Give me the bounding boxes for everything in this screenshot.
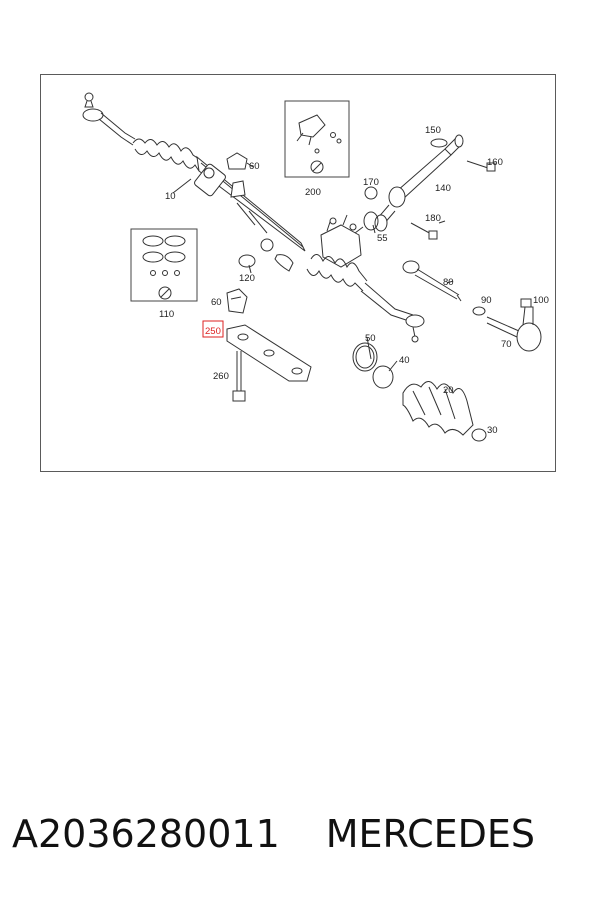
part-caption: A2036280011 MERCEDES (12, 806, 592, 862)
shaft-cap-150 (430, 138, 448, 148)
mounting-bracket (226, 324, 312, 382)
part-label-60-upper: 60 (249, 161, 260, 172)
wrench-symbol-110 (158, 286, 172, 300)
bolt-180 (410, 222, 438, 240)
clamp-30 (471, 428, 487, 442)
part-label-150: 150 (425, 125, 441, 136)
part-label-70: 70 (501, 339, 512, 350)
parts-diagram-frame: 10 60 150 160 170 140 200 180 55 120 80 … (40, 74, 556, 472)
rubber-mount-lower (226, 288, 248, 314)
bolt-260 (232, 351, 246, 402)
rack-boot (402, 381, 474, 436)
seal-kit-box (130, 228, 198, 302)
seal-55 (363, 211, 379, 231)
steering-rack-exploded-diagram: 10 60 150 160 170 140 200 180 55 120 80 … (82, 92, 549, 442)
part-label-10: 10 (165, 191, 176, 202)
part-label-80: 80 (443, 277, 454, 288)
part-label-110: 110 (159, 309, 174, 320)
part-label-120: 120 (239, 273, 255, 284)
part-label-140: 140 (435, 183, 451, 194)
part-label-160: 160 (487, 157, 503, 168)
highlight-box-250 (202, 320, 224, 338)
steering-rack-assembly (82, 92, 425, 343)
nut-170 (364, 186, 378, 200)
o-ring-set (142, 235, 186, 276)
part-label-50: 50 (365, 333, 376, 344)
wrench-symbol-200 (310, 160, 324, 174)
part-label-260: 260 (213, 371, 229, 382)
inner-tie-rod (402, 260, 462, 302)
rubber-mount-upper (226, 152, 248, 198)
part-label-200: 200 (305, 187, 321, 198)
part-label-40: 40 (399, 355, 410, 366)
part-label-55: 55 (377, 233, 388, 244)
part-number: A2036280011 (12, 812, 280, 856)
steering-sensor (296, 114, 342, 154)
sensor-kit-box (284, 100, 350, 178)
washer-120 (238, 254, 256, 268)
clamp-50 (352, 342, 378, 372)
part-label-170: 170 (363, 177, 379, 188)
bolt-160 (466, 160, 496, 172)
outer-tie-rod-end (486, 298, 542, 352)
part-label-30: 30 (487, 425, 498, 436)
brand-name: MERCEDES (325, 812, 536, 856)
part-label-20: 20 (443, 385, 454, 396)
part-label-180: 180 (425, 213, 441, 224)
part-label-250: 250 (205, 326, 221, 337)
part-label-100: 100 (533, 295, 549, 306)
nut-90 (472, 306, 486, 316)
part-label-90: 90 (481, 295, 492, 306)
clamp-40 (372, 365, 394, 389)
part-label-60-lower: 60 (211, 297, 222, 308)
